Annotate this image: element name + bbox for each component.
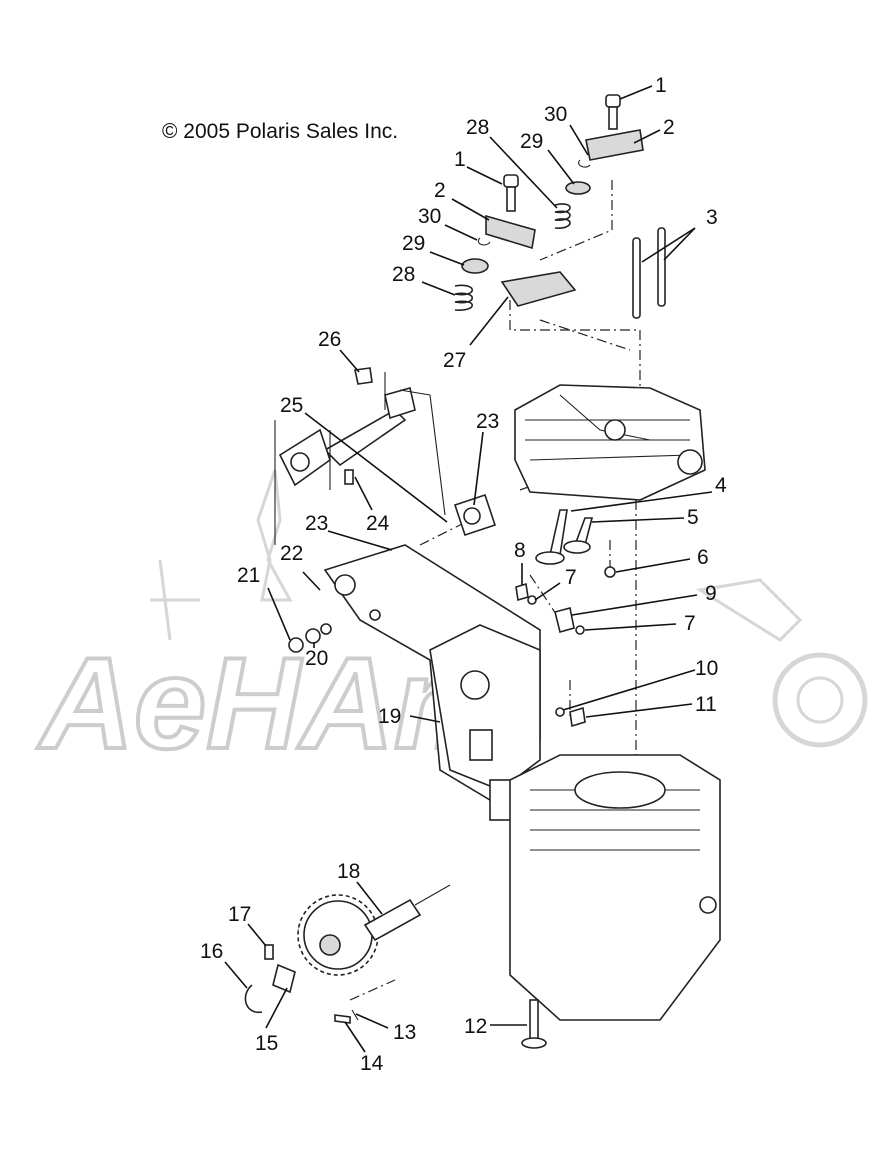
callout-30: 30 [418,205,441,228]
callout-28: 28 [392,263,415,286]
callout-23: 23 [305,512,328,535]
rocker-assembly-left [454,174,536,311]
callout-9: 9 [705,582,717,605]
cylinder-head [514,384,706,501]
callout-15: 15 [255,1032,278,1055]
callout-1: 1 [655,74,667,97]
callout-17: 17 [228,903,251,926]
callout-10: 10 [695,657,718,680]
callout-3: 3 [706,206,718,229]
callout-20: 20 [305,647,328,670]
callout-28: 28 [466,116,489,139]
callout-4: 4 [715,474,727,497]
callout-27: 27 [443,349,466,372]
callout-23: 23 [476,410,499,433]
camshaft-gear [297,884,451,976]
callout-2: 2 [663,116,675,139]
exhaust-pipe [274,367,497,545]
callout-26: 26 [318,328,341,351]
callout-14: 14 [360,1052,384,1075]
pushrods [632,227,666,319]
callout-24: 24 [366,512,390,535]
callout-16: 16 [200,940,223,963]
callout-7: 7 [565,566,577,589]
callout-5: 5 [687,506,699,529]
callout-29: 29 [520,130,543,153]
copyright-notice: © 2005 Polaris Sales Inc. [162,120,399,143]
callout-30: 30 [544,103,567,126]
valves [535,509,594,565]
rocker-assembly-right [554,94,644,229]
callout-18: 18 [337,860,360,883]
callout-8: 8 [514,539,526,562]
cylinder-block [509,754,721,1021]
callout-21: 21 [237,564,260,587]
callout-1: 1 [454,148,466,171]
muffler-fasteners [288,566,616,728]
callout-12: 12 [464,1015,487,1038]
callout-13: 13 [393,1021,416,1044]
muffler [323,544,541,821]
leader-lines [224,85,713,1053]
camshaft-small-parts [244,944,359,1024]
callout-19: 19 [378,705,401,728]
valve-lifter [521,999,547,1049]
callout-2: 2 [434,179,446,202]
rocker-bracket [500,271,577,307]
callout-29: 29 [402,232,425,255]
callout-22: 22 [280,542,303,565]
callout-labels: 1 2 30 28 29 1 2 30 29 28 3 27 26 25 23 … [200,74,727,1075]
callout-25: 25 [280,394,303,417]
callout-11: 11 [695,693,717,716]
callout-7: 7 [684,612,696,635]
callout-6: 6 [697,546,709,569]
